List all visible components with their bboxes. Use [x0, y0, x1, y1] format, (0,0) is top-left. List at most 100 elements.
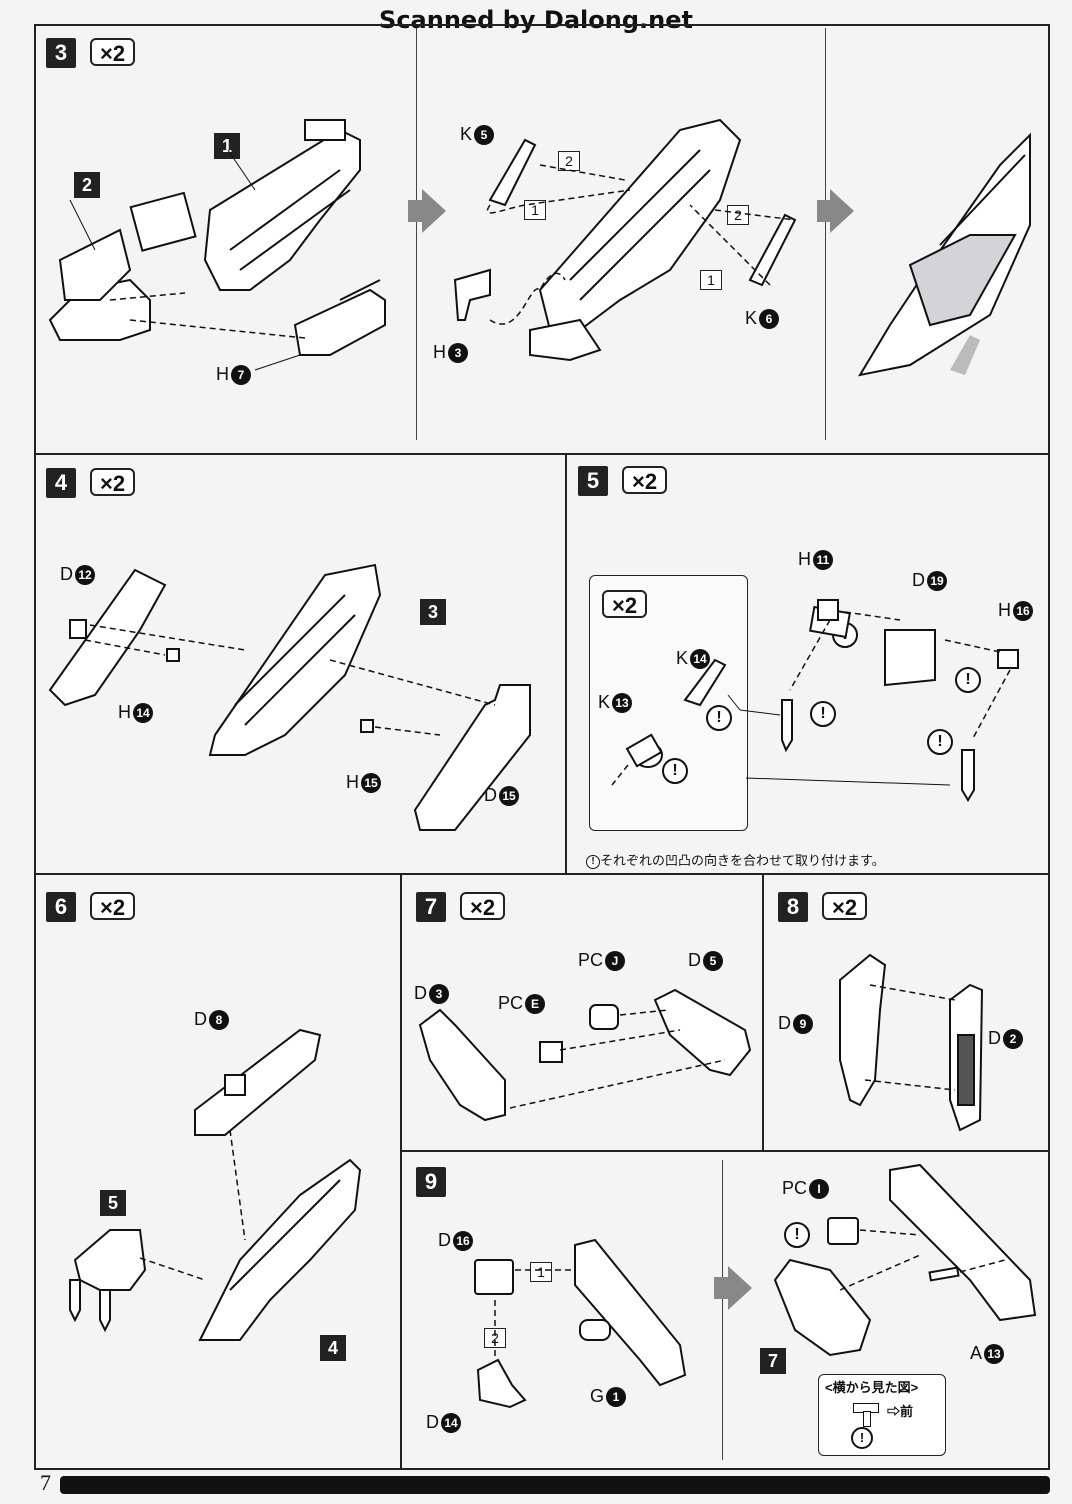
part-number: 13 [984, 1343, 1005, 1364]
part-letter: H [346, 772, 359, 792]
caution-icon: ! [851, 1427, 873, 1449]
cannon-assembly-drawing [48, 119, 386, 371]
grip-core-drawing [474, 1238, 687, 1409]
caution-icon: ! [784, 1222, 810, 1248]
step-number: 6 [46, 892, 76, 922]
assembly-note: !それぞれの凹凸の向きを合わせて取り付けます。 [586, 850, 885, 869]
part-letter: H [798, 549, 811, 569]
divider [416, 28, 417, 440]
part-number: 16 [453, 1230, 473, 1251]
footer-bar [60, 1476, 1050, 1494]
part-letter: G [590, 1386, 605, 1406]
part-number: 11 [813, 549, 833, 570]
part-number: 5 [474, 124, 495, 145]
caution-icon: ! [662, 758, 688, 784]
divider [34, 873, 1050, 875]
caution-icon: ! [927, 729, 953, 755]
part-number: 14 [690, 648, 711, 669]
caution-icon: ! [706, 705, 732, 731]
front-label: 前 [900, 1404, 914, 1419]
part-box: 3 [420, 599, 446, 625]
part-box: 7 [760, 1348, 786, 1374]
order-number: 1 [530, 1262, 552, 1282]
part-letter: PC [782, 1178, 808, 1198]
watermark: Scanned by Dalong.net [379, 6, 693, 34]
side-view-part [863, 1411, 871, 1427]
divider [565, 453, 567, 875]
part-number: 1 [606, 1386, 627, 1407]
part-letter: H [998, 600, 1011, 620]
completed-cannon-drawing [857, 132, 1031, 377]
part-letter: D [688, 950, 701, 970]
multiplier-badge: ×2 [822, 892, 868, 920]
front-indicator: ⇨前 [887, 1404, 914, 1419]
part-number: 12 [75, 564, 95, 585]
part-number: 8 [209, 1009, 229, 1030]
grip-final-drawing [773, 1163, 1037, 1357]
flow-arrow-icon [422, 189, 446, 233]
page-number: 7 [40, 1470, 51, 1495]
part-number: E [525, 993, 546, 1014]
order-number: 2 [558, 151, 580, 171]
step-number: 8 [778, 892, 808, 922]
divider [762, 873, 764, 1152]
divider [825, 28, 826, 440]
part-box: 4 [320, 1335, 346, 1361]
part-letter: PC [578, 950, 604, 970]
part-letter: D [60, 564, 73, 584]
part-number: J [605, 950, 626, 971]
order-number: 2 [727, 205, 749, 225]
part-number: 14 [133, 702, 153, 723]
multiplier-badge: ×2 [90, 892, 136, 920]
part-letter: D [438, 1230, 451, 1250]
part-number: 3 [429, 983, 449, 1004]
step-number: 5 [578, 466, 608, 496]
part-letter: PC [498, 993, 524, 1013]
step-number: 4 [46, 468, 76, 498]
caution-icon: ! [810, 701, 836, 727]
part-number: 6 [759, 308, 780, 329]
part-number: 19 [927, 570, 947, 591]
mount-parts-drawing [611, 599, 1019, 802]
cannon-assembly-drawing-2 [453, 118, 797, 362]
part-letter: D [778, 1013, 791, 1033]
part-letter: H [433, 342, 446, 362]
part-number: 16 [1013, 600, 1033, 621]
part-box: 5 [100, 1190, 126, 1216]
step-number: 3 [46, 38, 76, 68]
part-letter: D [194, 1009, 207, 1029]
note-text: それぞれの凹凸の向きを合わせて取り付けます。 [600, 853, 885, 868]
order-number: 1 [700, 270, 722, 290]
multiplier-badge: ×2 [460, 892, 506, 920]
part-number: 9 [793, 1013, 813, 1034]
part-letter: D [988, 1028, 1001, 1048]
part-number: 15 [361, 772, 381, 793]
divider [400, 873, 402, 1470]
part-letter: K [460, 124, 473, 144]
part-letter: H [216, 364, 229, 384]
cannon-top-plate-drawing [69, 1028, 362, 1341]
part-letter: K [598, 692, 611, 712]
flow-arrow-icon [728, 1266, 752, 1310]
flow-arrow [817, 200, 831, 222]
part-number: 13 [612, 692, 633, 713]
step-number: 9 [416, 1167, 446, 1197]
